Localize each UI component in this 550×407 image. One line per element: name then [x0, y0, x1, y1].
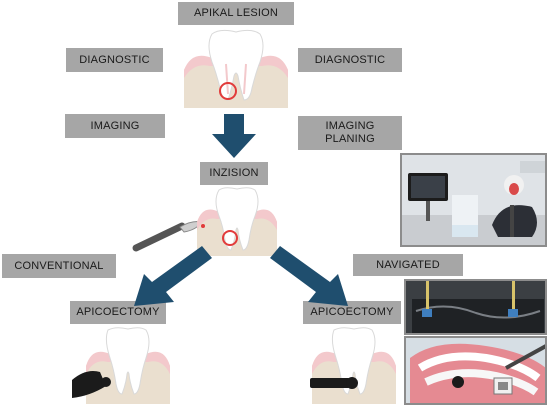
bone: [86, 352, 170, 404]
apicoectomy-left-text: APICOECTOMY: [76, 306, 160, 318]
label-conventional: CONVENTIONAL: [2, 254, 116, 278]
drill-icon: [72, 371, 111, 398]
label-diagnostic-right: DIAGNOSTIC: [298, 48, 402, 72]
bone: [197, 210, 277, 256]
label-imaging-planing: IMAGING PLANING: [298, 116, 402, 150]
label-apicoectomy-right: APICOECTOMY: [303, 301, 401, 324]
bone: [184, 56, 288, 108]
tooth: [208, 29, 264, 101]
diagnostic-right-text: DIAGNOSTIC: [314, 53, 386, 66]
apical-lesion-text: APIKAL LESION: [193, 7, 279, 19]
imaging-text: IMAGING: [90, 119, 140, 132]
navigated-text: NAVIGATED: [376, 258, 440, 271]
tooth-inzision-illustration: [197, 187, 277, 256]
arrow-down-left-icon: [134, 246, 212, 306]
drill-guide-scene: [406, 281, 545, 333]
root-canal: [225, 63, 247, 95]
diagnostic-left-text: DIAGNOSTIC: [79, 53, 150, 66]
label-navigated: NAVIGATED: [353, 254, 463, 276]
label-imaging: IMAGING: [65, 114, 165, 138]
tooth: [215, 187, 259, 251]
navigated-procedure-scene: [406, 338, 545, 403]
tooth-apical-lesion-illustration: [184, 29, 288, 108]
inzision-text: INZISION: [209, 167, 259, 179]
lesion-marker: [222, 230, 238, 246]
label-inzision: INZISION: [200, 162, 268, 185]
navigation-system-scene: [402, 155, 545, 245]
conventional-text: CONVENTIONAL: [14, 259, 104, 272]
gum: [312, 351, 396, 374]
label-diagnostic-left: DIAGNOSTIC: [66, 48, 163, 72]
drill-guide-photo: [404, 279, 547, 335]
label-apical-lesion: APIKAL LESION: [178, 2, 294, 25]
imaging-planing-line2: PLANING: [325, 133, 375, 145]
apicoectomy-right-text: APICOECTOMY: [310, 306, 394, 318]
gum: [184, 55, 288, 78]
lesion-marker: [219, 82, 237, 100]
gum: [86, 351, 170, 374]
label-apicoectomy-left: APICOECTOMY: [70, 301, 166, 324]
gum: [197, 209, 277, 230]
navigated-procedure-photo: [404, 336, 547, 405]
imaging-planing-line1: IMAGING: [325, 120, 375, 132]
navigation-system-photo: [400, 153, 547, 247]
tooth-conventional-apicoectomy-illustration: [72, 327, 170, 404]
arrow-down-right-icon: [270, 246, 348, 306]
tooth: [105, 327, 150, 395]
arrow-down-icon: [212, 114, 256, 158]
tooth-navigated-apicoectomy-illustration: [310, 327, 396, 404]
drill-icon: [310, 377, 358, 389]
incision-mark: [201, 224, 205, 228]
